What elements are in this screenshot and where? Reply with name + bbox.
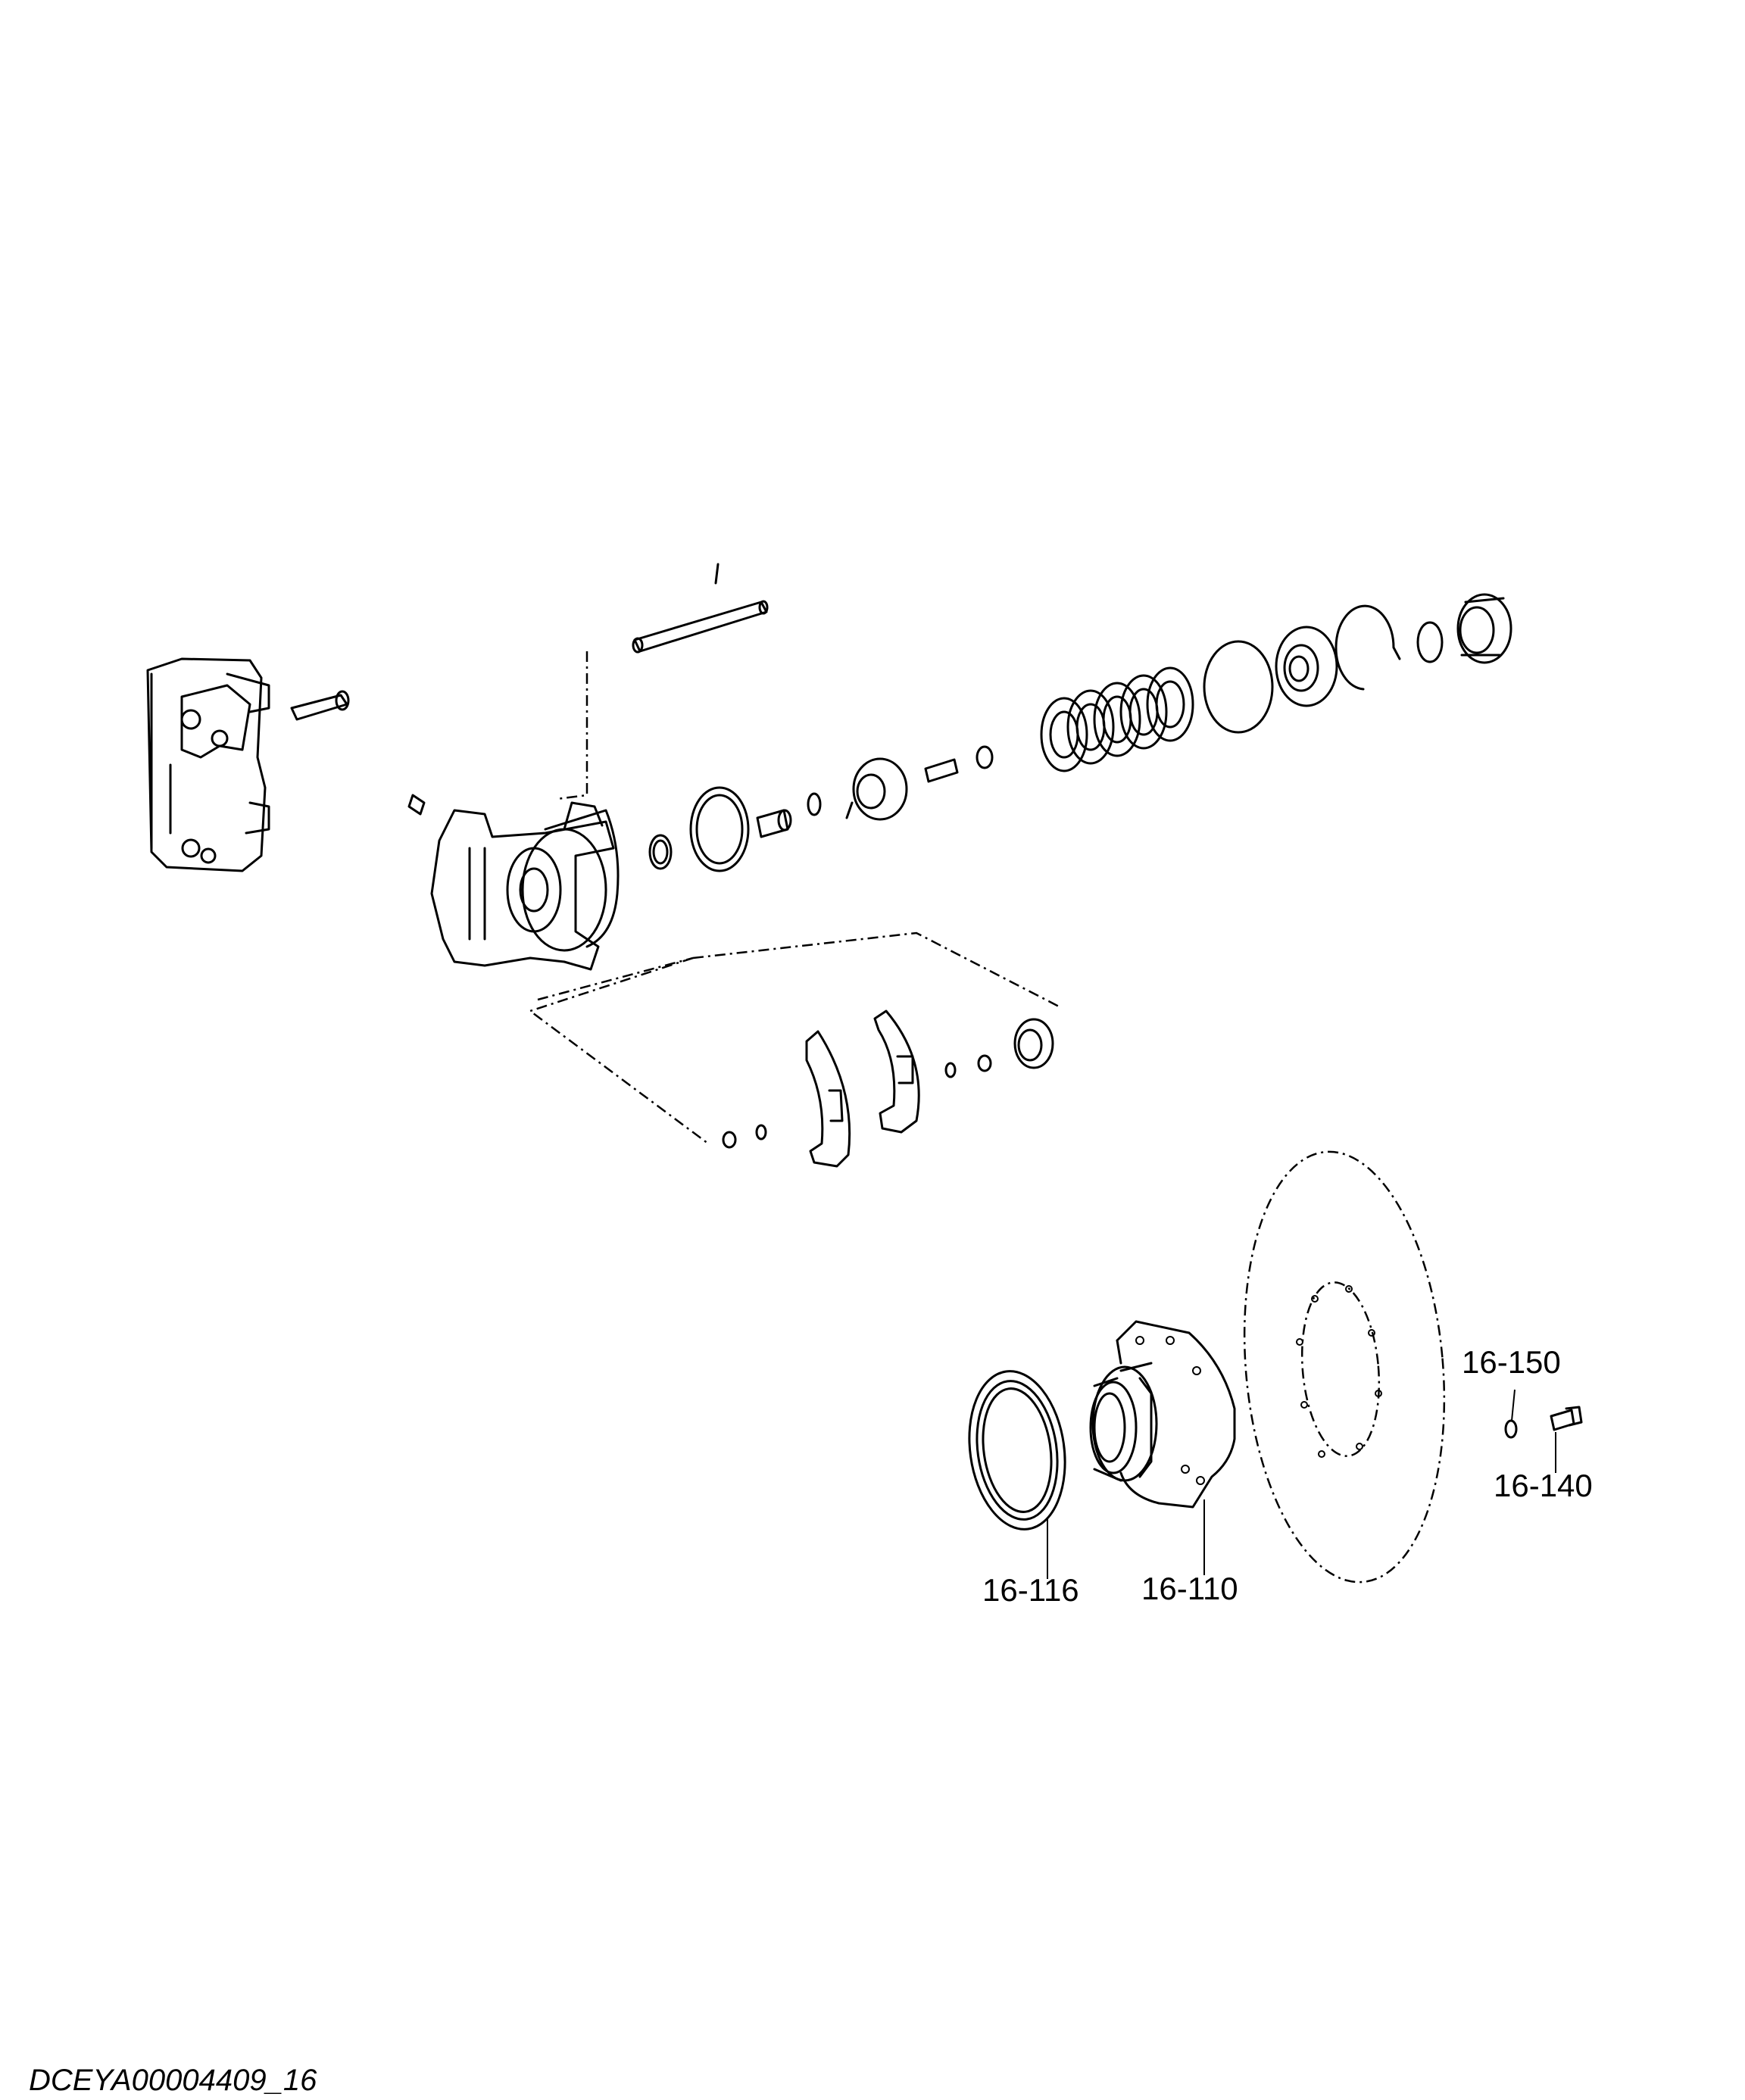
pin-leader-line	[556, 651, 588, 800]
disc-spring-stack	[1040, 666, 1194, 772]
pad-pin-cap-4	[977, 1054, 992, 1072]
brake-pad-1	[805, 1030, 851, 1168]
caliper-bracket	[146, 657, 270, 872]
guide-pin	[632, 563, 769, 654]
pad-assembly-frame	[528, 931, 1061, 1145]
o-ring-1	[807, 792, 822, 816]
seal-16-116	[968, 1370, 1066, 1531]
brake-pad-2	[873, 1009, 920, 1134]
snap-ring-2	[1335, 604, 1401, 691]
bolt-16-140	[1550, 1406, 1583, 1431]
seal-ring-3	[845, 757, 908, 821]
leader-16-150	[1511, 1389, 1516, 1421]
bracket-bolt	[290, 690, 350, 721]
hub-16-110	[1089, 1320, 1236, 1509]
cap-1	[976, 745, 994, 769]
spring	[924, 758, 959, 783]
adjuster-nut	[1456, 593, 1512, 664]
washer-16-150	[1504, 1419, 1518, 1439]
pad-seal	[1013, 1018, 1054, 1069]
bearing	[1275, 626, 1338, 707]
pad-pin-cap-1	[722, 1131, 737, 1149]
seal-ring-1	[648, 834, 673, 870]
brake-disc	[1243, 1150, 1446, 1584]
caliper-body	[407, 794, 620, 971]
drawing-reference: DCEYA00004409_16	[29, 2064, 317, 2097]
o-ring-2	[1416, 621, 1444, 663]
snap-ring-1	[1203, 640, 1274, 734]
seal-ring-2	[689, 786, 750, 872]
pad-pin-cap-2	[755, 1124, 767, 1140]
pad-pin-cap-3	[944, 1062, 957, 1078]
piston-1	[756, 809, 792, 838]
label-16-116: 16-116	[982, 1572, 1079, 1608]
label-16-150: 16-150	[1462, 1344, 1561, 1380]
label-16-110: 16-110	[1141, 1571, 1238, 1606]
label-16-140: 16-140	[1494, 1468, 1593, 1503]
